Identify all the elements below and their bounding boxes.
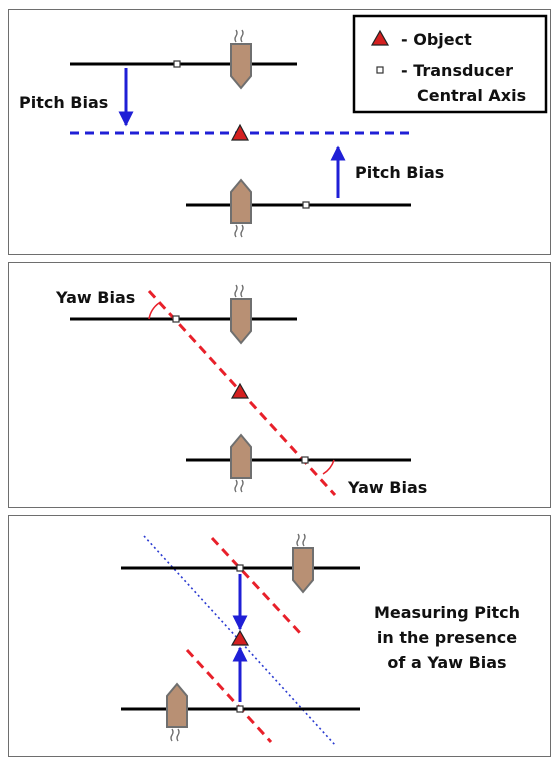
boat-icon bbox=[230, 433, 252, 479]
transducer-axis-marker-icon bbox=[236, 705, 244, 713]
measuring-caption-line3: of a Yaw Bias bbox=[387, 653, 506, 672]
measuring-caption-line2: in the presence bbox=[377, 628, 517, 647]
object-triangle-icon bbox=[370, 29, 390, 46]
yaw-bias-diagram: Yaw Bias Yaw Bias bbox=[55, 284, 427, 497]
wake-icon bbox=[234, 284, 244, 298]
pitch-bias-panel: Pitch Bias Pitch Bias - Object - Transdu… bbox=[8, 9, 551, 255]
transducer-axis-marker-icon bbox=[173, 60, 181, 68]
yaw-bias-label-top: Yaw Bias bbox=[55, 288, 135, 307]
legend-central-axis-label: Central Axis bbox=[417, 86, 526, 105]
pitch-bias-diagram: Pitch Bias Pitch Bias - Object - Transdu… bbox=[19, 14, 548, 238]
wake-icon bbox=[170, 728, 180, 742]
transducer-axis-marker-icon bbox=[301, 456, 309, 464]
boat-icon bbox=[230, 298, 252, 345]
yaw-bias-dashed-line bbox=[210, 536, 303, 636]
boat-icon bbox=[292, 547, 314, 594]
measuring-pitch-diagram: Measuring Pitch in the presence of a Yaw… bbox=[121, 533, 520, 747]
wake-icon bbox=[296, 533, 306, 547]
legend: - Object - Transducer Central Axis bbox=[352, 14, 548, 114]
boat-icon bbox=[166, 682, 188, 728]
yaw-angle-arc bbox=[322, 459, 335, 475]
wake-icon bbox=[234, 479, 244, 493]
boat-icon bbox=[230, 43, 252, 90]
pitch-bias-label-right: Pitch Bias bbox=[355, 163, 444, 182]
transducer-axis-marker-icon bbox=[236, 564, 244, 572]
yaw-bias-dashed-line bbox=[185, 648, 273, 744]
pitch-bias-label-left: Pitch Bias bbox=[19, 93, 108, 112]
object-triangle-icon bbox=[231, 123, 249, 141]
wake-icon bbox=[234, 29, 244, 43]
object-triangle-icon bbox=[230, 382, 250, 399]
transducer-axis-marker-icon bbox=[376, 66, 384, 74]
boat-icon bbox=[230, 178, 252, 224]
transducer-axis-marker-icon bbox=[302, 201, 310, 209]
measuring-caption-line1: Measuring Pitch bbox=[374, 603, 520, 622]
measuring-pitch-panel: Measuring Pitch in the presence of a Yaw… bbox=[8, 515, 551, 757]
yaw-bias-panel: Yaw Bias Yaw Bias bbox=[8, 262, 551, 508]
legend-transducer-label: - Transducer bbox=[401, 61, 513, 80]
transducer-axis-marker-icon bbox=[172, 315, 180, 323]
yaw-bias-label-bottom: Yaw Bias bbox=[347, 478, 427, 497]
legend-object-label: - Object bbox=[401, 30, 472, 49]
wake-icon bbox=[234, 224, 244, 238]
object-triangle-icon bbox=[230, 629, 250, 646]
yaw-angle-arc bbox=[148, 302, 160, 320]
